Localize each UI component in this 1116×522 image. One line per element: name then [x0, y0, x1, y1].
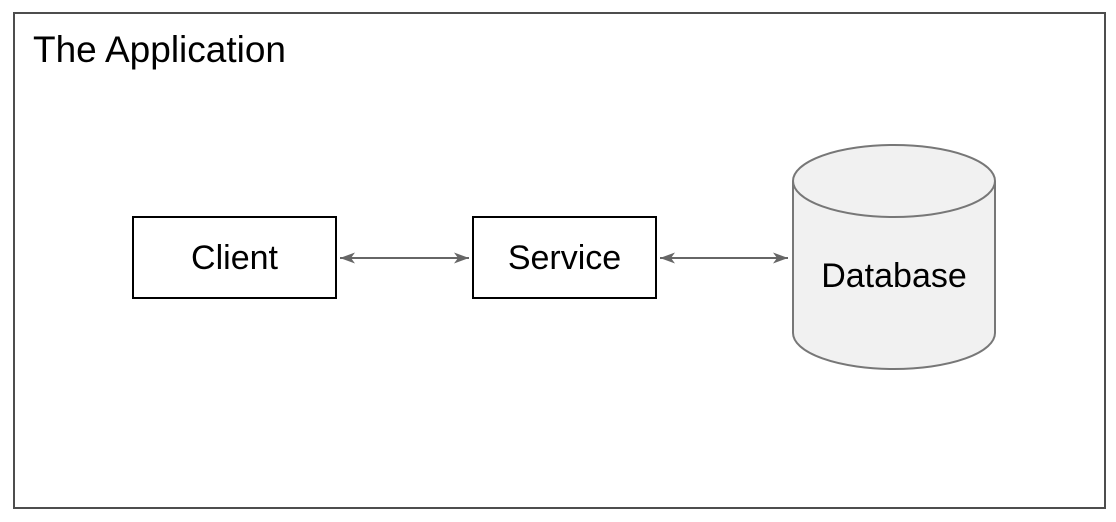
client-node: Client — [132, 216, 337, 299]
cylinder-body — [792, 144, 996, 370]
database-node-label: Database — [821, 256, 967, 295]
application-group-frame — [13, 12, 1106, 509]
database-node: Database — [791, 218, 997, 333]
cylinder-top-rim — [792, 180, 996, 218]
service-node-label: Service — [507, 238, 622, 277]
database-cylinder-shape — [792, 144, 996, 370]
service-node: Service — [472, 216, 657, 299]
client-node-label: Client — [191, 238, 278, 277]
diagram-title: The Application — [33, 29, 287, 70]
